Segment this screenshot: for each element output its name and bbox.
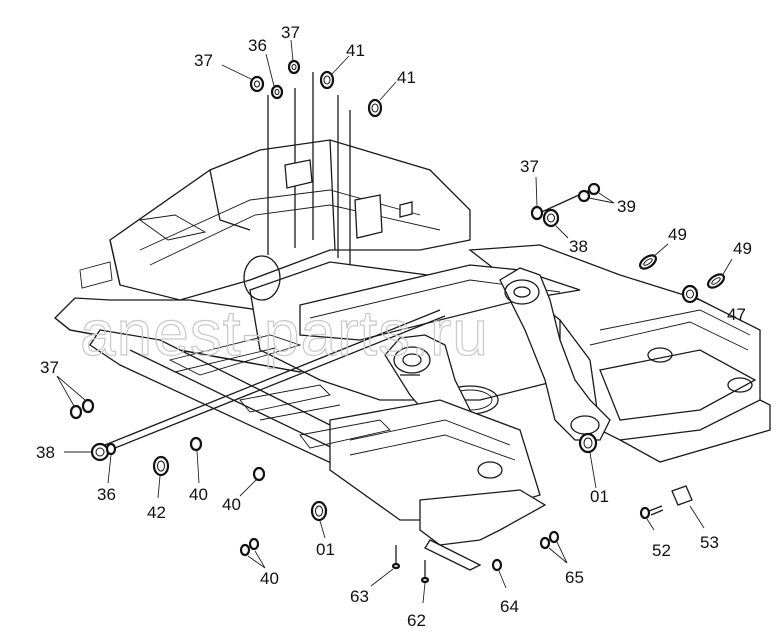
callout-01: 01	[590, 487, 609, 506]
callout-37: 37	[194, 51, 213, 70]
watermark: anest-parts.ru	[80, 297, 489, 369]
washer-40-b	[252, 466, 266, 482]
callout-47: 47	[727, 305, 746, 324]
callout-37: 37	[40, 358, 59, 377]
plate-53	[671, 485, 693, 506]
bolt-52	[639, 505, 664, 520]
callout-64: 64	[500, 597, 519, 616]
callout-42: 42	[147, 503, 166, 522]
callout-40: 40	[260, 569, 279, 588]
washer-37-left-b	[81, 398, 95, 414]
callout-41: 41	[346, 41, 365, 60]
washer-40-d	[248, 537, 260, 551]
pin-63	[391, 545, 401, 570]
callout-38: 38	[36, 443, 55, 462]
callout-36: 36	[97, 485, 116, 504]
washer-65-b	[548, 530, 560, 544]
bushing-01-right	[578, 432, 598, 454]
seal-49-upper	[638, 254, 658, 270]
washer-37-top	[287, 59, 301, 75]
callout-37: 37	[520, 157, 539, 176]
callout-49: 49	[733, 239, 752, 258]
washer-64	[491, 558, 503, 572]
callout-41: 41	[397, 68, 416, 87]
washer-37-left-a	[69, 404, 83, 420]
callout-37: 37	[281, 23, 300, 42]
callout-01: 01	[316, 540, 335, 559]
pin-62	[420, 560, 430, 584]
callout-36: 36	[248, 36, 267, 55]
callout-40: 40	[222, 495, 241, 514]
bushing-47	[681, 284, 699, 304]
callout-65: 65	[565, 568, 584, 587]
seal-49-lower	[706, 273, 726, 289]
washer-39-a	[577, 189, 591, 203]
washer-65-a	[539, 536, 551, 550]
callout-38: 38	[569, 237, 588, 256]
ring-parts	[69, 59, 726, 584]
bushing-38-right	[542, 208, 560, 228]
washer-39-b	[587, 182, 601, 196]
washer-37-right	[530, 205, 544, 221]
bushing-38-left	[90, 442, 110, 462]
washer-36-left	[105, 442, 117, 456]
washer-36-top	[270, 84, 284, 100]
leader-lines	[56, 39, 733, 604]
bushing-41-right	[367, 98, 383, 118]
callout-52: 52	[652, 541, 671, 560]
bushing-01-left	[310, 500, 328, 522]
callout-53: 53	[700, 533, 719, 552]
seal-42	[152, 455, 170, 477]
callouts: 37 36 37 41 41 37 39 38 49 49 47 37 38 3…	[36, 23, 752, 630]
washer-40-a	[189, 436, 203, 452]
callout-63: 63	[350, 587, 369, 606]
callout-40: 40	[189, 485, 208, 504]
main-frame	[54, 72, 771, 571]
callout-39: 39	[617, 197, 636, 216]
washer-37-top-left	[249, 75, 265, 93]
washer-40-c	[239, 543, 251, 557]
callout-49: 49	[668, 225, 687, 244]
bushing-41-left	[319, 70, 335, 90]
callout-62: 62	[407, 611, 426, 630]
